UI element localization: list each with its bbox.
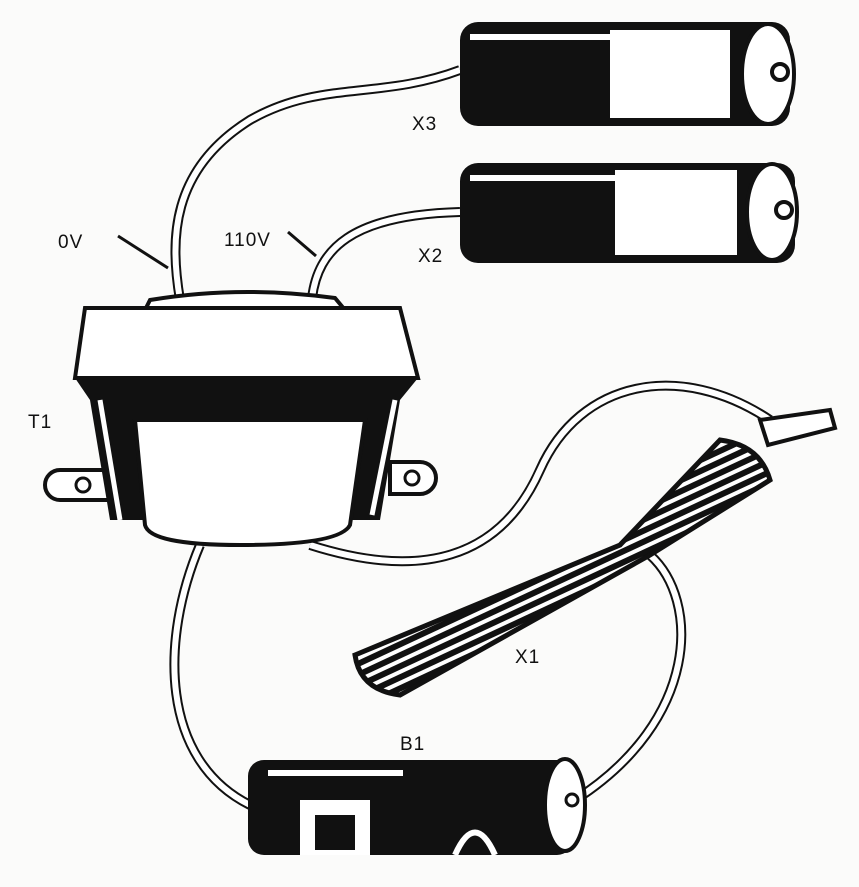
transformer-t1 bbox=[43, 290, 438, 548]
label-0v: 0V bbox=[58, 232, 83, 253]
wire-x1-to-b1 bbox=[572, 551, 687, 805]
component-x1 bbox=[352, 407, 838, 698]
pointer-0v bbox=[117, 234, 169, 270]
wire-t1-to-x3 bbox=[170, 65, 462, 301]
label-b1: B1 bbox=[400, 734, 425, 755]
pointer-110v bbox=[287, 230, 317, 258]
wire-t1-to-x2 bbox=[307, 207, 461, 299]
wire-t1-to-b1 bbox=[169, 543, 253, 810]
capacitor-x2 bbox=[460, 162, 799, 263]
label-x2: X2 bbox=[418, 246, 443, 267]
battery-b1 bbox=[248, 757, 587, 857]
wire-t1-to-x1-tip bbox=[308, 380, 773, 567]
label-t1: T1 bbox=[28, 412, 52, 433]
capacitor-x3 bbox=[460, 22, 796, 126]
label-x1: X1 bbox=[515, 647, 540, 668]
label-110v: 110V bbox=[224, 230, 271, 251]
label-x3: X3 bbox=[412, 114, 437, 135]
